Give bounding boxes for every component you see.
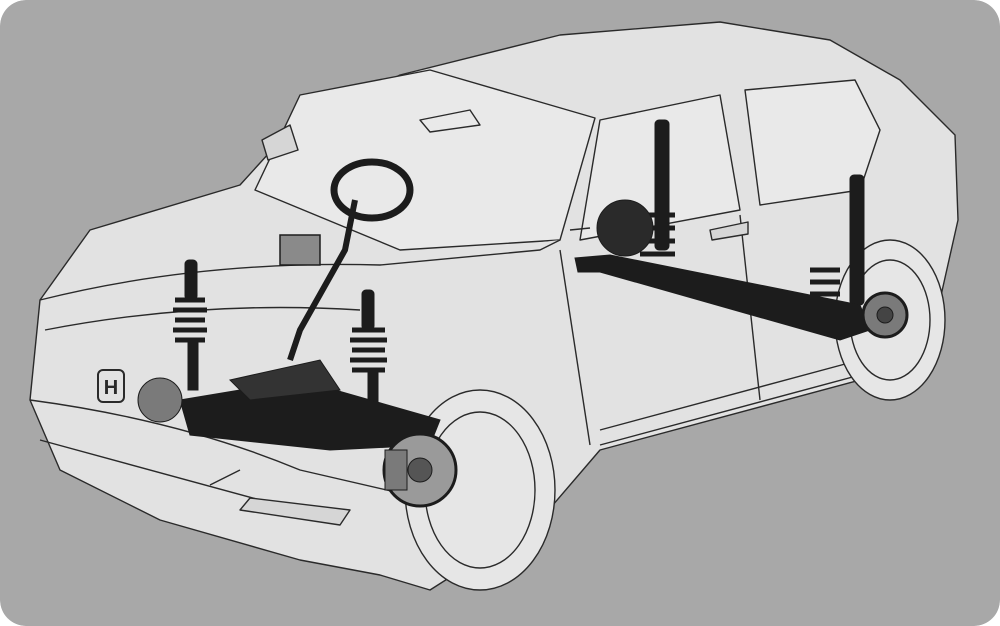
honda-logo: H [97, 369, 125, 403]
rear-suspension [574, 119, 909, 341]
steering-assembly [279, 158, 414, 361]
steering-wheel [330, 158, 414, 222]
front-suspension [137, 259, 458, 508]
svg-text:H: H [104, 377, 118, 399]
